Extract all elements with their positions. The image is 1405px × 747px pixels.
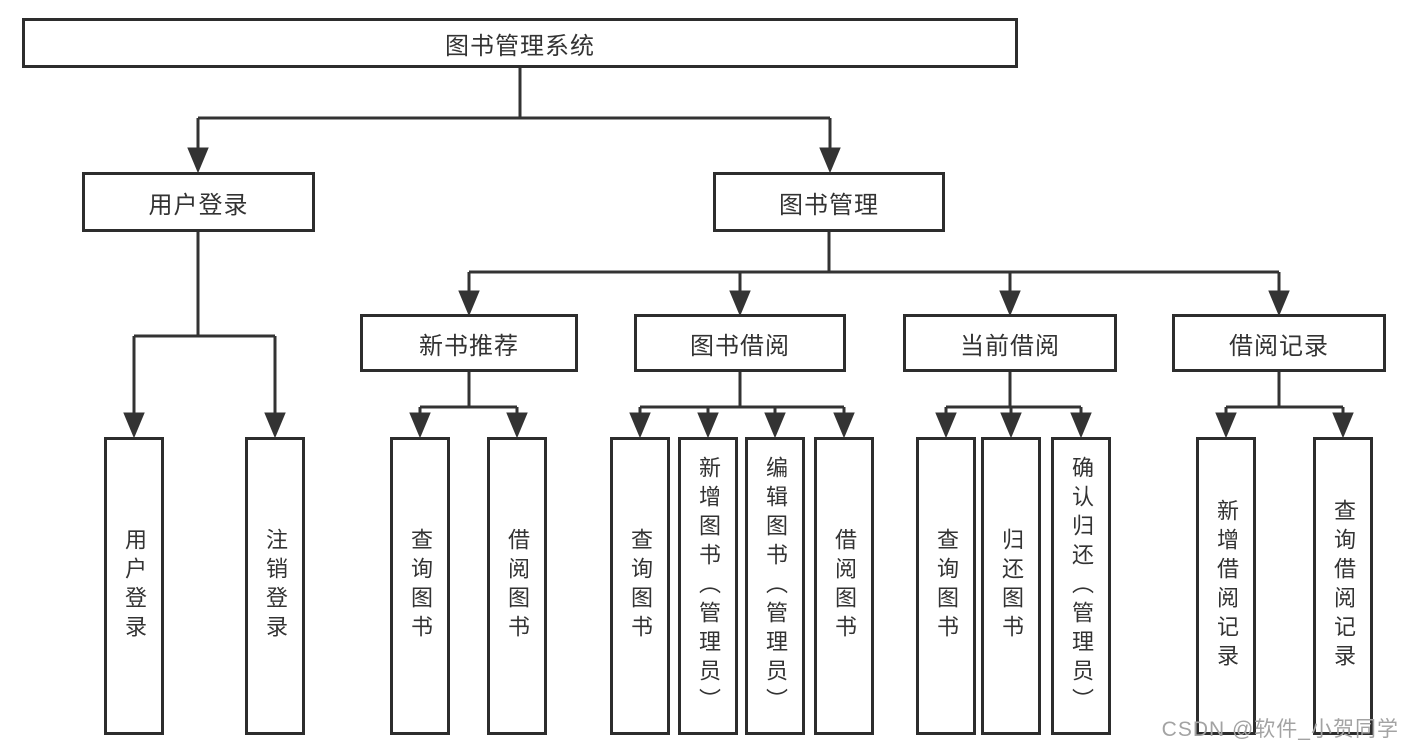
node-label: 用户登录 bbox=[122, 528, 147, 644]
node-user-login: 用户登录 bbox=[82, 172, 315, 232]
leaf-records-query-record: 查询借阅记录 bbox=[1313, 437, 1373, 735]
node-label: 图书管理系统 bbox=[445, 32, 595, 60]
connector-book-mgmt-branch bbox=[458, 232, 1290, 317]
arrowhead-icon bbox=[187, 147, 209, 174]
leaf-borrowing-query-books: 查询图书 bbox=[610, 437, 670, 735]
node-label: 图书借阅 bbox=[690, 332, 790, 360]
csdn-watermark: CSDN @软件_小贺同学 bbox=[1161, 718, 1399, 741]
node-label: 图书管理 bbox=[779, 191, 879, 219]
arrowhead-icon bbox=[935, 412, 957, 439]
leaf-borrowing-borrow-books: 借阅图书 bbox=[814, 437, 874, 735]
leaf-borrowing-add-books-admin: 新增图书（管理员） bbox=[678, 437, 738, 735]
arrowhead-icon bbox=[999, 290, 1021, 317]
connector-user-login-branch bbox=[123, 232, 286, 439]
leaf-newbook-query-books: 查询图书 bbox=[390, 437, 450, 735]
connector-line bbox=[132, 232, 277, 415]
node-label: 确认归还（管理员） bbox=[1069, 455, 1094, 717]
arrowhead-icon bbox=[1215, 412, 1237, 439]
node-label: 新增借阅记录 bbox=[1214, 499, 1239, 673]
connector-book-borrowing-branch bbox=[629, 372, 855, 439]
node-new-book-recommend: 新书推荐 bbox=[360, 314, 578, 372]
node-label: 注销登录 bbox=[263, 528, 288, 644]
node-label: 查询图书 bbox=[408, 528, 433, 644]
arrowhead-icon bbox=[1332, 412, 1354, 439]
leaf-newbook-borrow-books: 借阅图书 bbox=[487, 437, 547, 735]
connectors-group bbox=[123, 68, 1354, 439]
node-book-management: 图书管理 bbox=[713, 172, 945, 232]
arrowhead-icon bbox=[729, 290, 751, 317]
leaf-current-confirm-return-admin: 确认归还（管理员） bbox=[1051, 437, 1111, 735]
arrowhead-icon bbox=[697, 412, 719, 439]
connector-root-branch bbox=[187, 68, 841, 174]
arrowhead-icon bbox=[1070, 412, 1092, 439]
arrowhead-icon bbox=[1268, 290, 1290, 317]
node-book-borrowing: 图书借阅 bbox=[634, 314, 846, 372]
node-borrow-records: 借阅记录 bbox=[1172, 314, 1386, 372]
connector-new-book-branch bbox=[409, 372, 528, 439]
arrowhead-icon bbox=[506, 412, 528, 439]
connector-line bbox=[1224, 372, 1345, 415]
node-label: 借阅记录 bbox=[1229, 332, 1329, 360]
connector-line bbox=[467, 232, 1281, 293]
leaf-current-query-books: 查询图书 bbox=[916, 437, 976, 735]
node-label: 借阅图书 bbox=[505, 528, 530, 644]
arrowhead-icon bbox=[833, 412, 855, 439]
node-label: 新增图书（管理员） bbox=[696, 455, 721, 717]
connector-line bbox=[418, 372, 519, 415]
arrowhead-icon bbox=[409, 412, 431, 439]
node-label: 用户登录 bbox=[148, 191, 249, 219]
arrowhead-icon bbox=[123, 412, 145, 439]
arrowhead-icon bbox=[819, 147, 841, 174]
arrowhead-icon bbox=[264, 412, 286, 439]
node-label: 借阅图书 bbox=[832, 528, 857, 644]
connector-line bbox=[638, 372, 846, 415]
node-book-management-system: 图书管理系统 bbox=[22, 18, 1018, 68]
node-label: 查询图书 bbox=[934, 528, 959, 644]
node-label: 查询借阅记录 bbox=[1331, 499, 1356, 673]
connector-borrow-records-branch bbox=[1215, 372, 1354, 439]
connector-current-borrowing-branch bbox=[935, 372, 1092, 439]
leaf-borrowing-edit-books-admin: 编辑图书（管理员） bbox=[745, 437, 805, 735]
leaf-logout: 注销登录 bbox=[245, 437, 305, 735]
leaf-records-add-record: 新增借阅记录 bbox=[1196, 437, 1256, 735]
node-label: 归还图书 bbox=[999, 528, 1024, 644]
leaf-user-login: 用户登录 bbox=[104, 437, 164, 735]
connector-line bbox=[196, 68, 832, 150]
arrowhead-icon bbox=[1000, 412, 1022, 439]
node-label: 当前借阅 bbox=[960, 332, 1060, 360]
arrowhead-icon bbox=[458, 290, 480, 317]
connector-line bbox=[944, 372, 1083, 415]
node-label: 编辑图书（管理员） bbox=[763, 455, 788, 717]
leaf-current-return-books: 归还图书 bbox=[981, 437, 1041, 735]
arrowhead-icon bbox=[629, 412, 651, 439]
node-label: 新书推荐 bbox=[419, 332, 519, 360]
arrowhead-icon bbox=[764, 412, 786, 439]
node-current-borrowing: 当前借阅 bbox=[903, 314, 1117, 372]
node-label: 查询图书 bbox=[628, 528, 653, 644]
